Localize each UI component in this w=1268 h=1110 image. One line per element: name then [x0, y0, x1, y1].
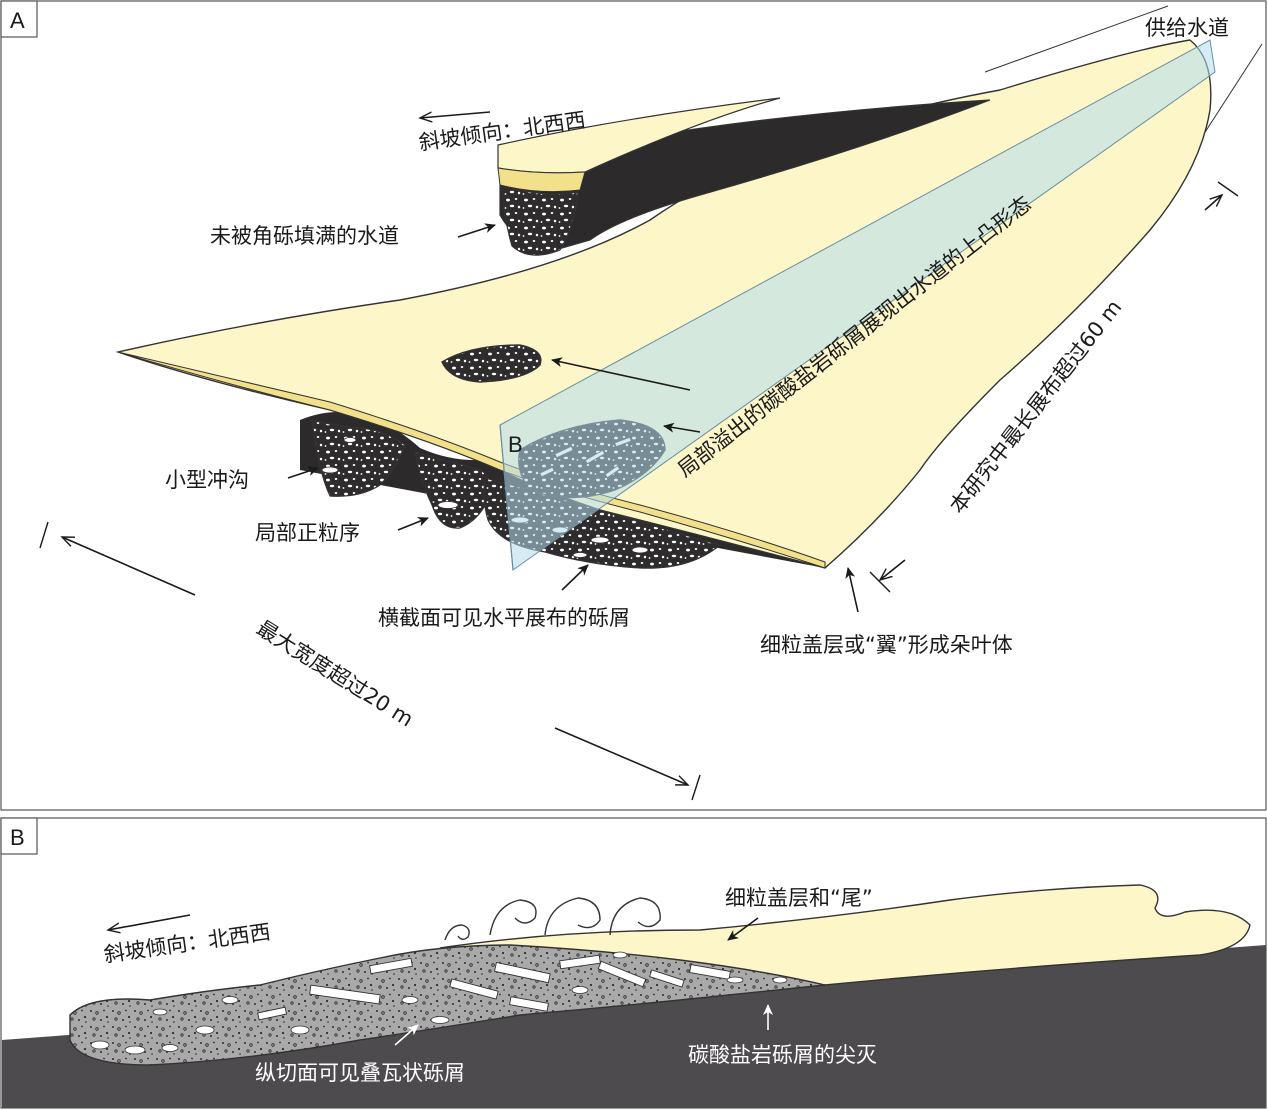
- small-gully-label: 小型冲沟: [165, 468, 249, 492]
- lobe-front-rim: [117, 351, 826, 569]
- cap-tail-label: 细粒盖层和“尾”: [725, 886, 873, 910]
- width-arrow-right: [554, 727, 688, 786]
- cap-tail-arrow: [727, 917, 759, 941]
- section-plane-edge: [499, 424, 514, 571]
- slope-direction-arrow-b: [108, 914, 191, 930]
- normal-grading-arrow: [397, 517, 429, 531]
- cap-wings-label: 细粒盖层或“翼”形成朵叶体: [760, 633, 1013, 657]
- unfilled-channel-label: 未被角砾填满的水道: [210, 224, 399, 248]
- unfilled-channel-arrow: [457, 223, 496, 238]
- breccia-pebbles: [90, 951, 788, 1055]
- imbricated-label: 纵切面可见叠瓦状砾屑: [255, 1061, 465, 1085]
- graded-gully: [414, 451, 492, 529]
- panel-a-frame: [0, 0, 1267, 811]
- isolated-clast-patch: [441, 344, 542, 383]
- unfilled-channel-gravel: [501, 185, 579, 256]
- panel-b-tag-box: [0, 817, 38, 855]
- length-arrow-bottom: [880, 559, 906, 580]
- width-arrow-left: [62, 536, 196, 596]
- slope-ground: [2, 945, 1266, 1108]
- cap-wings-arrow: [845, 567, 859, 613]
- overflow-arrow: [663, 422, 701, 433]
- length-arrow-top: [1204, 195, 1222, 211]
- panel-a-tag-box: [0, 0, 38, 38]
- panel-a-tag: A: [10, 8, 25, 33]
- horizontal-clasts-arrow: [561, 564, 589, 591]
- width-tick-right: [691, 774, 701, 801]
- slope-direction-arrow-a: [420, 111, 491, 118]
- max-width-label: 最大宽度超过20 m: [252, 616, 417, 732]
- horizontal-clasts-label: 横截面可见水平展布的砾屑: [378, 606, 630, 630]
- small-gully-arrow: [287, 466, 319, 479]
- feeder-guide-line-1: [984, 5, 1169, 73]
- panel-b-tag: B: [10, 825, 25, 850]
- isolated-patch-arrow: [551, 357, 691, 391]
- small-gully: [311, 419, 406, 497]
- unfilled-channel-rim: [497, 167, 586, 193]
- imbricated-clasts: [257, 954, 731, 1021]
- section-plane-tag: B: [508, 432, 523, 457]
- width-tick-left: [39, 521, 49, 549]
- feeder-channel-label: 供给水道: [1145, 16, 1229, 40]
- pinchout-label: 碳酸盐岩砾屑的尖灭: [688, 1043, 877, 1067]
- turbulence-curls: [444, 897, 661, 941]
- feeder-guide-line-2: [1199, 43, 1263, 141]
- imbricated-arrow: [394, 1024, 419, 1046]
- normal-grading-label: 局部正粒序: [255, 521, 360, 545]
- length-tick-top: [1217, 181, 1239, 197]
- length-tick-bottom: [869, 571, 891, 593]
